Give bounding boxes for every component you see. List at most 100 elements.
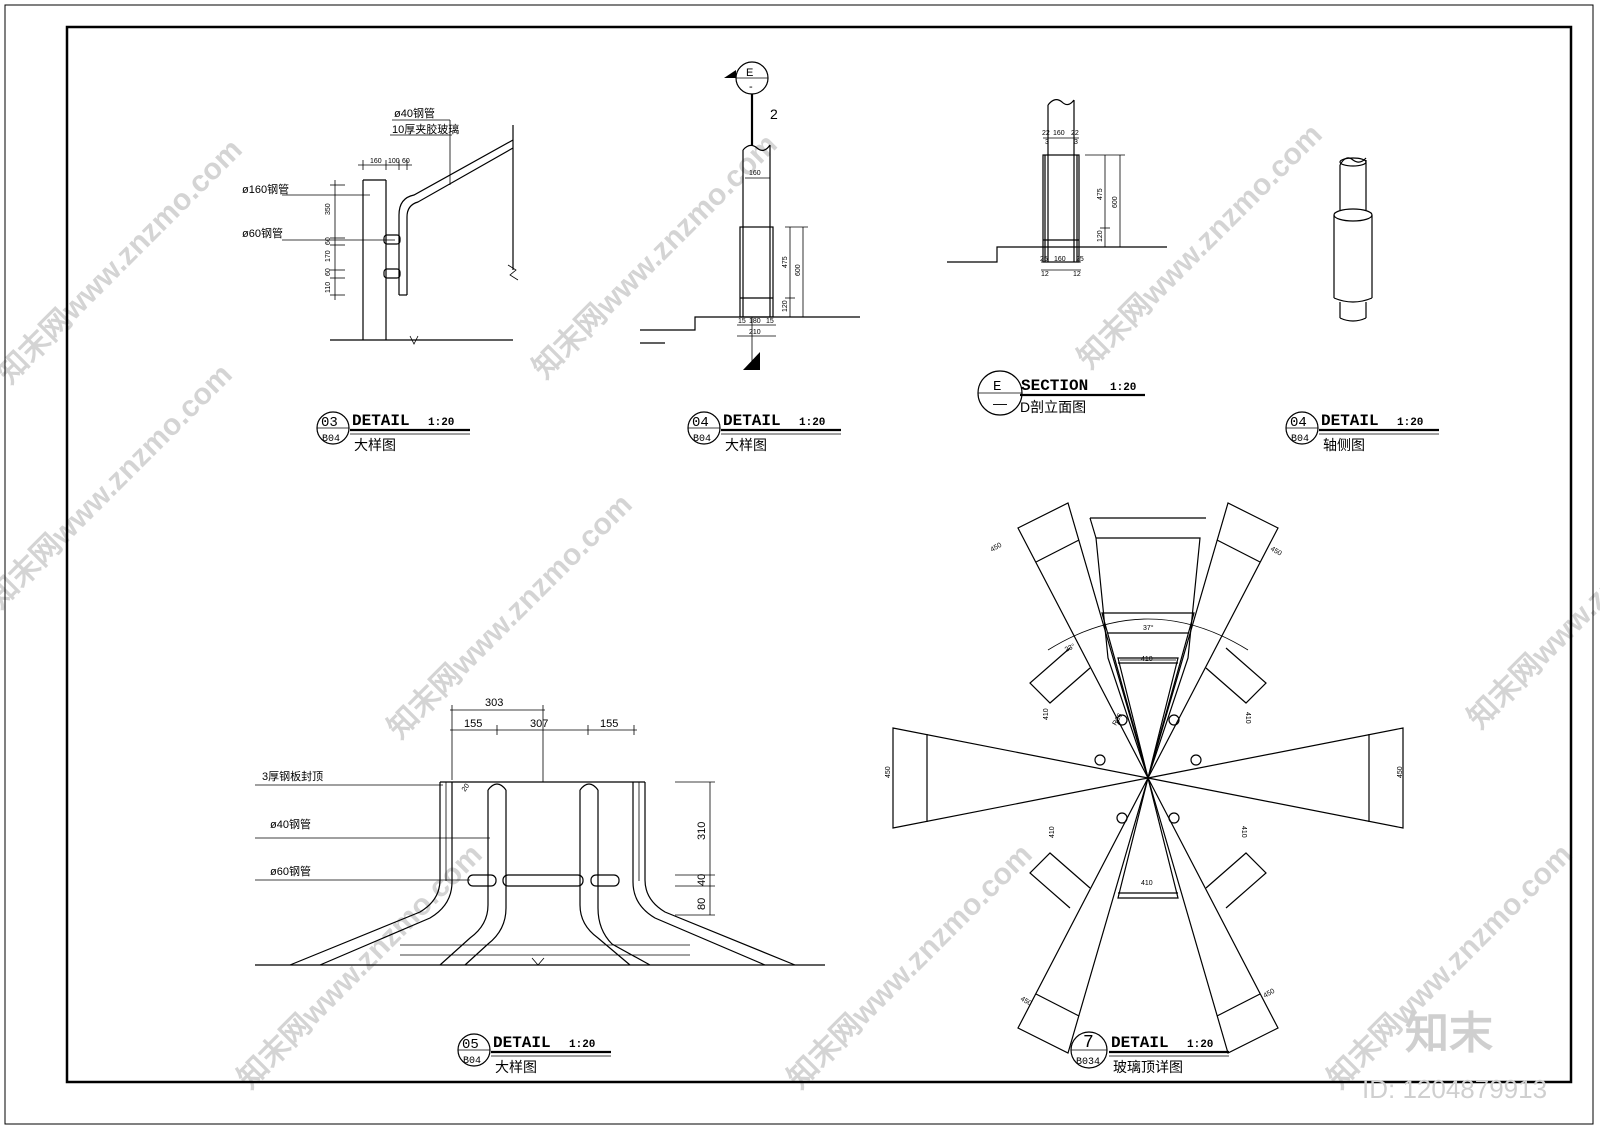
dim-60-v: 60 [325,237,332,245]
dim-60-b: 60 [325,268,332,276]
dim-100: 100 [388,158,400,165]
dim-w450-r: 450 [1397,766,1404,778]
label-glass: 10厚夹胶玻璃 [392,122,459,136]
section-scale: 1:20 [1110,382,1136,394]
detail-04b-title: 04 B04 DETAIL 1:20 轴侧图 [1285,411,1439,453]
sheet-number: B04 [1291,434,1309,445]
marker-num: 2 [770,106,778,122]
dim-w450-bl: 450 [1019,996,1033,1008]
dim-160: 160 [370,158,382,165]
detail-04a-title: 04 B04 DETAIL 1:20 大样图 [687,411,841,453]
dim-b25b: 25 [1076,256,1084,263]
dim-120: 120 [782,300,789,312]
detail-title: DETAIL [1111,1034,1169,1052]
detail-scale: 1:20 [1397,417,1423,429]
dim-475: 475 [1097,188,1104,200]
label-plate: 3厚钢板封顶 [262,769,323,783]
dim-b12a: 12 [1041,271,1049,278]
dim-b160: 160 [1054,256,1066,263]
dim-w410-lbot: 410 [1049,826,1056,838]
section-e-drawing: 22 160 22 3 3 475 600 120 25 160 25 12 1… [947,99,1167,278]
detail-7-title: 7 B034 DETAIL 1:20 玻璃顶详图 [1070,1031,1229,1075]
detail-03-title: 03 B04 DETAIL 1:20 大样图 [316,411,470,453]
sheet-number: B04 [463,1056,481,1067]
detail-scale: 1:20 [1187,1039,1213,1051]
dim-600: 600 [795,264,802,276]
section-dash: — [993,395,1007,411]
drawing-frame [65,25,1573,1084]
sheet-number: B04 [693,434,711,445]
watermark-text: 知末网www.znzmo.com [1462,478,1600,735]
dim-w410-b: 410 [1141,880,1153,887]
section-e-title: E — SECTION 1:20 D剖立面图 [977,370,1145,416]
dim-t22a: 22 [1042,130,1050,137]
detail-subtitle: 大样图 [354,437,396,453]
dim-w410-ltop: 410 [1043,708,1050,720]
sheet-number: B04 [322,434,340,445]
detail-04b-drawing [1333,157,1373,322]
watermark-logo: 知末 [1405,1009,1493,1058]
watermark-text: 知末网www.znzmo.com [0,358,239,615]
detail-05-drawing: 303 155 307 155 3厚钢板封顶 ø40钢管 [255,697,825,966]
dim-310: 310 [696,822,708,840]
dim-w450-br: 450 [1263,988,1277,1000]
dim-w410-rbot: 410 [1240,826,1247,838]
dim-307: 307 [530,718,548,730]
dim-b210: 210 [749,329,761,336]
dim-350: 350 [325,203,332,215]
detail-scale: 1:20 [569,1039,595,1051]
dim-angle-37: 37° [1143,624,1154,632]
dim-170: 170 [325,250,332,262]
dim-w410-t: 410 [1141,656,1153,663]
dim-w410-rtop: 410 [1244,712,1251,724]
detail-subtitle: 玻璃顶详图 [1113,1059,1183,1075]
watermark-text: 知末网www.znzmo.com [0,133,249,390]
dim-w450-l: 450 [885,766,892,778]
dim-155b: 155 [600,718,618,730]
label-pipe40: ø40钢管 [270,817,311,831]
detail-scale: 1:20 [799,417,825,429]
dim-155a: 155 [464,718,482,730]
dim-t160: 160 [1053,130,1065,137]
detail-title: DETAIL [352,412,410,430]
watermark-text: 知末网www.znzmo.com [782,838,1039,1095]
dim-w450-tl: 450 [990,542,1004,554]
dim-t3a: 3 [1045,139,1049,146]
label-pipe160: ø160钢管 [242,182,289,196]
marker-dash: - [749,81,753,93]
section-letter: E [993,379,1001,395]
detail-number: 7 [1083,1033,1094,1053]
detail-subtitle: 大样图 [725,437,767,453]
dim-top160: 160 [749,170,761,177]
section-title: SECTION [1021,377,1088,395]
dim-40: 40 [696,874,708,886]
detail-scale: 1:20 [428,417,454,429]
dim-w450-tr: 450 [1269,546,1283,558]
dim-600: 600 [1112,196,1119,208]
label-pipe60: ø60钢管 [270,864,311,878]
detail-number: 03 [321,415,338,431]
label-pipe60: ø60钢管 [242,226,283,240]
watermark-text: 知末网www.znzmo.com [382,488,639,745]
detail-number: 05 [462,1037,479,1053]
dim-t22b: 22 [1071,130,1079,137]
watermark-text: 知末网www.znzmo.com [527,128,784,385]
dim-303: 303 [485,697,503,709]
watermark-id: ID: 1204879913 [1362,1074,1547,1104]
dim-b12b: 12 [1073,271,1081,278]
dim-20: 20 [461,783,471,793]
section-subtitle: D剖立面图 [1020,399,1086,415]
detail-03-drawing: 160 100 60 350 60 170 60 110 ø40钢管 10厚夹胶… [242,106,519,345]
dim-b25a: 25 [1040,256,1048,263]
marker-letter: E [746,67,753,79]
dim-80: 80 [696,898,708,910]
dim-120: 120 [1097,230,1104,242]
detail-subtitle: 轴侧图 [1323,437,1365,453]
detail-title: DETAIL [1321,412,1379,430]
dim-60: 60 [402,158,410,165]
detail-title: DETAIL [493,1034,551,1052]
dim-475: 475 [782,256,789,268]
dim-b180: 180 [749,318,761,325]
dim-110: 110 [325,282,332,293]
